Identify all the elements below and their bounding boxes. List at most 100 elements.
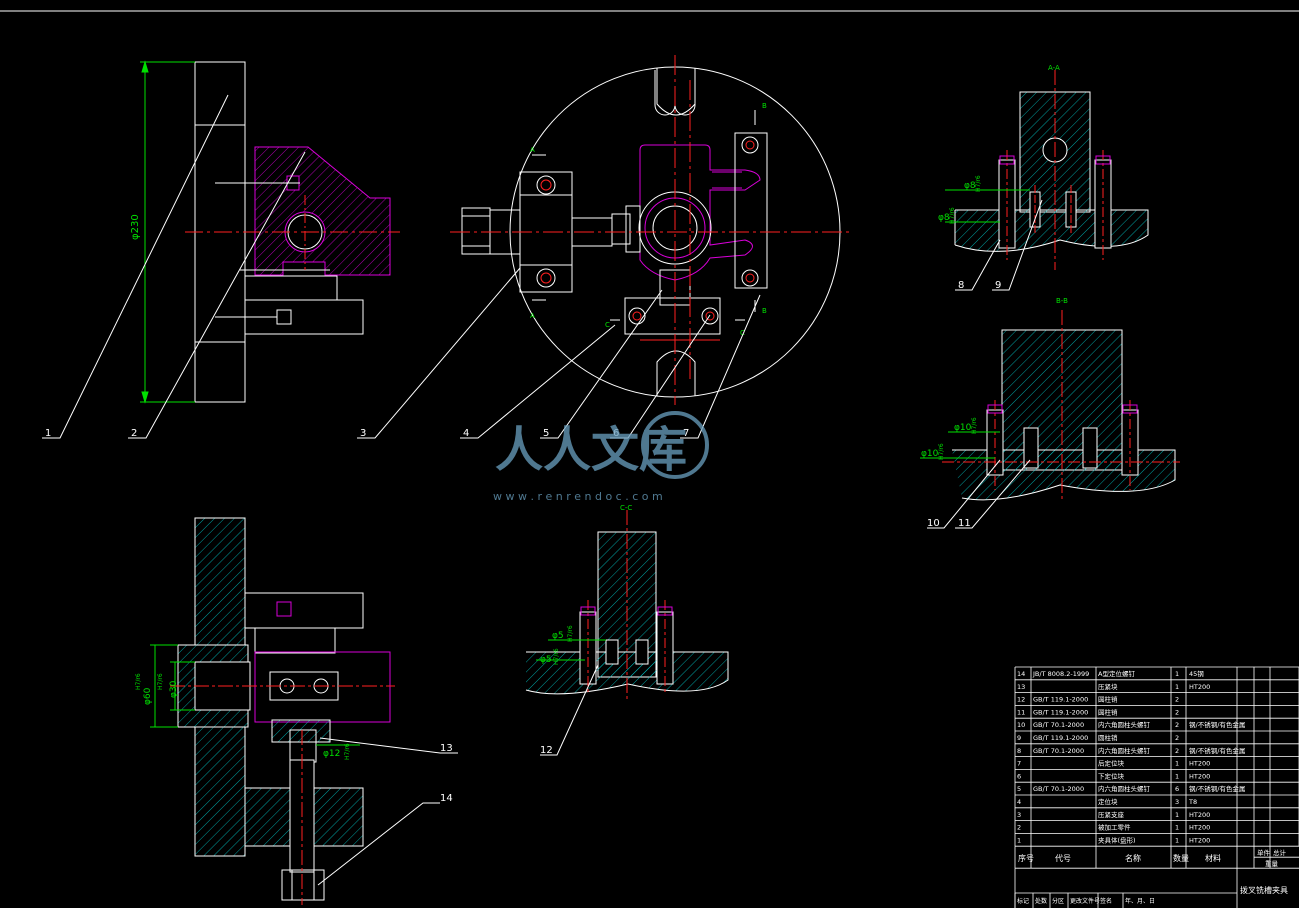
bom-cell-qty: 2 (1175, 708, 1179, 716)
watermark-logo-circle (641, 411, 709, 479)
bom-cell-material: 钢/不锈钢/有色金属 (1189, 746, 1245, 755)
watermark: 人人文库 w w w . r e n r e n d o c . c o m (493, 411, 709, 503)
bom-cell-name: 圆柱销 (1098, 733, 1118, 742)
bom-cell-name: 内六角圆柱头螺钉 (1098, 746, 1151, 755)
svg-text:φ10: φ10 (921, 449, 939, 459)
aa-dimensions: φ8 H7/r6 φ8 H7/r6 (938, 175, 982, 224)
bom-cell-no: 7 (1017, 760, 1021, 768)
bom-header-total: 总计 (1273, 848, 1287, 857)
watermark-url: w w w . r e n r e n d o c . c o m (493, 490, 663, 503)
section-bb (920, 310, 1180, 501)
bom-cell-material: 45钢 (1189, 670, 1204, 678)
callout-11: 11 (958, 518, 971, 529)
bom-header-qty: 数量 (1173, 853, 1189, 863)
section-aa-title: A-A (1048, 64, 1060, 72)
bom-cell-code: GB/T 70.1-2000 (1033, 785, 1084, 793)
bom-cell-name: 夹具体(盘形) (1098, 835, 1136, 844)
bom-header-no: 序号 (1018, 853, 1034, 863)
bom-cell-no: 1 (1017, 836, 1021, 844)
svg-text:H7/r6: H7/r6 (567, 625, 574, 642)
section-a-bottom: A (530, 312, 535, 320)
bom-cell-no: 9 (1017, 734, 1021, 742)
svg-text:φ5: φ5 (540, 655, 552, 665)
bom-cell-qty: 1 (1175, 670, 1179, 678)
bom-cell-name: 压紧块 (1098, 682, 1118, 691)
bom-cell-no: 10 (1017, 721, 1025, 729)
bottom-dimensions: φ60 H7/r6 φ30 H7/r6 φ12 H7/r6 (135, 673, 351, 760)
bom-cell-code: GB/T 119.1-2000 (1033, 696, 1088, 704)
svg-text:φ8: φ8 (964, 181, 976, 191)
bom-cell-name: 定位块 (1098, 797, 1118, 806)
title-footer-label: 标记 (1017, 897, 1029, 905)
bottom-elevation (150, 517, 395, 905)
bom-header-code: 代号 (1055, 853, 1071, 863)
bom-header-name: 名称 (1125, 853, 1141, 863)
callout-5: 5 (543, 428, 549, 439)
bom-cell-name: 圆柱销 (1098, 707, 1118, 716)
callout-1: 1 (45, 428, 51, 439)
bom-cell-name: A型定位螺钉 (1098, 669, 1135, 678)
drawing-title: 拨叉铣槽夹具 (1240, 885, 1288, 895)
callout-13: 13 (440, 743, 453, 754)
bom-cell-no: 14 (1017, 670, 1025, 678)
svg-text:φ8: φ8 (938, 213, 950, 223)
bom-cell-material: T8 (1188, 798, 1197, 806)
section-c-left: C (605, 321, 610, 329)
bom-cell-no: 6 (1017, 772, 1021, 780)
bom-cell-name: 圆柱销 (1098, 695, 1118, 704)
bom-cell-no: 3 (1017, 811, 1021, 819)
bom-cell-no: 4 (1017, 798, 1021, 806)
bom-cell-qty: 1 (1175, 824, 1179, 832)
bom-cell-name: 内六角圆柱头螺钉 (1098, 720, 1151, 729)
cc-dimensions: φ5 H7/r6 φ5 H7/r6 (540, 625, 574, 665)
svg-text:φ60: φ60 (143, 687, 153, 705)
bom-cell-material: HT200 (1189, 760, 1210, 768)
bom-cell-qty: 2 (1175, 747, 1179, 755)
bom-cell-material: HT200 (1189, 772, 1210, 780)
bom-cell-code: GB/T 70.1-2000 (1033, 721, 1084, 729)
callout-2: 2 (131, 428, 137, 439)
bom-cell-name: 内六角圆柱头螺钉 (1098, 784, 1151, 793)
bom-cell-no: 11 (1017, 708, 1025, 716)
section-cc-title: C-C (620, 504, 632, 512)
bom-cell-qty: 1 (1175, 683, 1179, 691)
bom-cell-no: 12 (1017, 696, 1025, 704)
section-b-bottom: B (762, 307, 767, 315)
svg-text:H7/r6: H7/r6 (938, 443, 945, 460)
bom-cell-qty: 1 (1175, 836, 1179, 844)
bom-cell-name: 后定位块 (1098, 759, 1125, 768)
callout-numbers: 1 2 3 4 5 6 7 8 9 10 11 12 13 14 (45, 280, 1001, 804)
bom-cell-no: 13 (1017, 683, 1025, 691)
bom-cell-material: HT200 (1189, 811, 1210, 819)
watermark-brand: 人人文库 (495, 422, 687, 478)
bom-cell-qty: 6 (1175, 785, 1179, 793)
bom-cell-material: HT200 (1189, 824, 1210, 832)
svg-text:H7/r6: H7/r6 (135, 673, 142, 690)
main-dia-dimension (140, 60, 195, 404)
bom-cell-material: HT200 (1189, 683, 1210, 691)
workpiece-side (254, 146, 391, 276)
bom-cell-qty: 1 (1175, 760, 1179, 768)
main-dia-label: φ230 (130, 214, 141, 240)
bom-cell-no: 8 (1017, 747, 1021, 755)
bom-header-weight: 重量 (1265, 860, 1279, 868)
bom-cell-material: 钢/不锈钢/有色金属 (1189, 720, 1245, 729)
bom-cell-qty: 2 (1175, 721, 1179, 729)
bom-cell-qty: 2 (1175, 734, 1179, 742)
bom-cell-no: 2 (1017, 824, 1021, 832)
bom-cell-code: GB/T 70.1-2000 (1033, 747, 1084, 755)
plan-view (450, 55, 850, 405)
svg-text:φ12: φ12 (323, 749, 340, 759)
bom-cell-code: GB/T 119.1-2000 (1033, 708, 1088, 716)
svg-text:H7/r6: H7/r6 (949, 207, 956, 224)
title-footer-label: 分区 (1052, 897, 1064, 905)
svg-text:H7/r6: H7/r6 (553, 648, 560, 665)
plan-section-letters: A A B B C C (530, 102, 767, 337)
bom-cell-code: JB/T 8008.2-1999 (1032, 670, 1089, 678)
section-a-top: A (530, 146, 535, 154)
title-footer-label: 签名 (1100, 897, 1112, 905)
svg-text:φ5: φ5 (552, 631, 564, 641)
bom-cell-qty: 3 (1175, 798, 1179, 806)
